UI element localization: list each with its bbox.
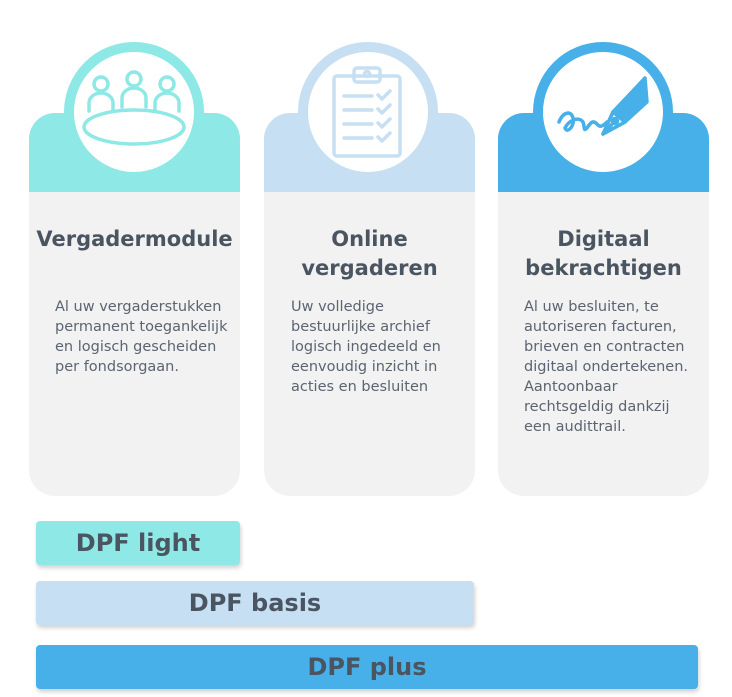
card-description: Al uw vergaderstukken permanent toeganke…	[55, 299, 228, 375]
tier-dpf-plus: DPF plus	[36, 645, 698, 689]
meeting-table-icon	[64, 42, 204, 182]
tier-dpf-light: DPF light	[36, 521, 240, 565]
clipboard-checklist-icon	[298, 42, 438, 182]
card-title: Digitaal bekrachtigen	[525, 227, 682, 280]
card-title: Vergadermodule	[36, 227, 233, 251]
card-description: Uw volledige bestuurlijke archief logisc…	[291, 299, 441, 395]
tier-label: DPF light	[75, 529, 201, 557]
card-digitaal-bekrachtigen: Digitaal bekrachtigen Al uw besluiten, t…	[498, 113, 709, 496]
fountain-pen-signature-icon	[533, 42, 673, 182]
tier-label: DPF basis	[188, 589, 322, 617]
card-title: Online vergaderen	[301, 227, 438, 280]
tier-label: DPF plus	[307, 653, 427, 681]
tier-dpf-basis: DPF basis	[36, 581, 474, 625]
card-description: Al uw besluiten, te autoriseren facturen…	[524, 299, 689, 435]
